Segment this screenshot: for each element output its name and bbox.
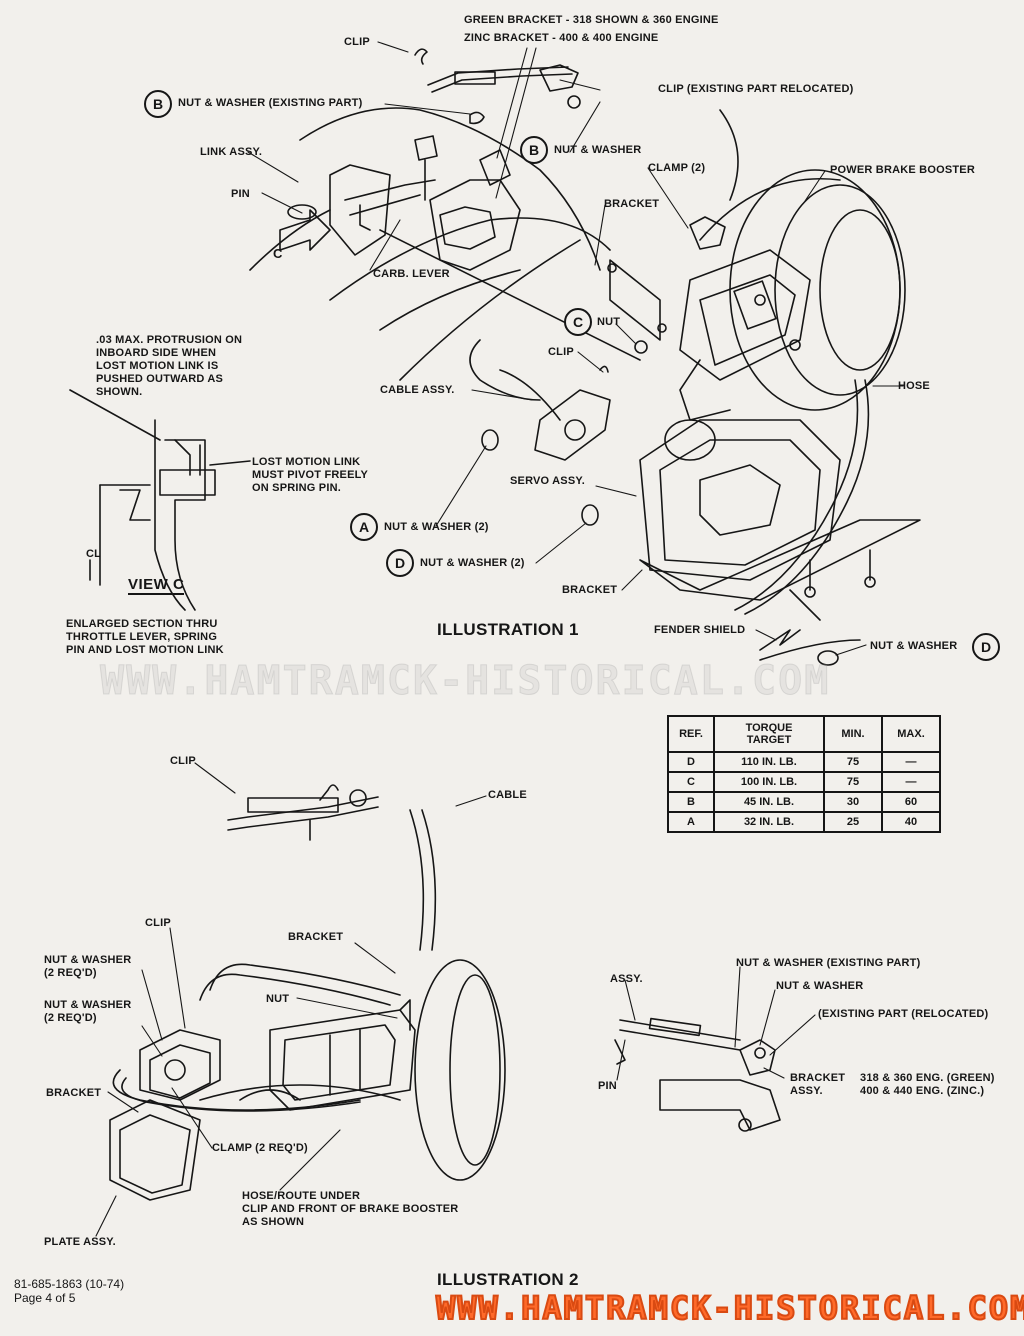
label-plate-assy: PLATE ASSY. xyxy=(44,1236,116,1248)
label-cl-mark: CL xyxy=(86,548,102,560)
leader-lines-ill2 xyxy=(95,762,816,1237)
header-max: MAX. xyxy=(881,715,941,753)
table-row: C 100 IN. LB. 75 — xyxy=(667,771,941,793)
label-clip-ill2-b: CLIP xyxy=(145,917,171,929)
header-ref: REF. xyxy=(667,715,715,753)
table-row: B 45 IN. LB. 30 60 xyxy=(667,791,941,813)
label-nut-washer-existing: NUT & WASHER (EXISTING PART) xyxy=(178,97,363,109)
label-zinc-bracket: ZINC BRACKET - 400 & 400 ENGINE xyxy=(464,32,659,44)
label-nut-washer-a: NUT & WASHER (2) xyxy=(384,521,489,533)
label-nw-existing-right: NUT & WASHER (EXISTING PART) xyxy=(736,957,921,969)
label-pin: PIN xyxy=(231,188,250,200)
label-cable-assy: CABLE ASSY. xyxy=(380,384,455,396)
label-bracket-ill2: BRACKET xyxy=(288,931,344,943)
label-servo-assy: SERVO ASSY. xyxy=(510,475,585,487)
table-row: A 32 IN. LB. 25 40 xyxy=(667,811,941,833)
cell-max: — xyxy=(881,771,941,793)
torque-table: REF. TORQUE TARGET MIN. MAX. D 110 IN. L… xyxy=(667,715,941,833)
label-nut-washer-2req-1: NUT & WASHER (2 REQ'D) xyxy=(44,954,132,979)
label-clip-top: CLIP xyxy=(344,36,370,48)
label-nut-washer-d2: NUT & WASHER xyxy=(870,640,958,652)
label-assy-right: ASSY. xyxy=(610,973,643,985)
cell-min: 75 xyxy=(823,771,883,793)
title-illustration-1: ILLUSTRATION 1 xyxy=(437,620,579,639)
ref-b-1: B xyxy=(144,90,172,118)
watermark-strong: WWW.HAMTRAMCK-HISTORICAL.COM xyxy=(435,1288,1024,1328)
label-pin-right: PIN xyxy=(598,1080,617,1092)
label-nw-right: NUT & WASHER xyxy=(776,980,864,992)
title-illustration-2: ILLUSTRATION 2 xyxy=(437,1270,579,1289)
header-min: MIN. xyxy=(823,715,883,753)
label-engine-colors: 318 & 360 ENG. (GREEN) 400 & 440 ENG. (Z… xyxy=(860,1072,995,1097)
label-c-arrow: C xyxy=(273,246,283,261)
cell-torque: 110 IN. LB. xyxy=(713,751,825,773)
view-c-drawing xyxy=(69,389,251,611)
cell-ref: B xyxy=(667,791,715,813)
cell-max: 40 xyxy=(881,811,941,833)
illustration2-drawing xyxy=(109,784,506,1201)
cell-max: — xyxy=(881,751,941,773)
label-bracket-2: BRACKET xyxy=(562,584,618,596)
label-lost-motion-note: LOST MOTION LINK MUST PIVOT FREELY ON SP… xyxy=(252,456,369,494)
cell-ref: D xyxy=(667,751,715,773)
label-cable-ill2: CABLE xyxy=(488,789,527,801)
watermark-faint: WWW.HAMTRAMCK-HISTORICAL.COM xyxy=(99,658,831,705)
ref-c: C xyxy=(564,308,592,336)
table-row: D 110 IN. LB. 75 — xyxy=(667,751,941,773)
header-torque-target: TORQUE TARGET xyxy=(713,715,825,753)
label-clip-mid: CLIP xyxy=(548,346,574,358)
label-enlarged-section: ENLARGED SECTION THRU THROTTLE LEVER, SP… xyxy=(66,618,224,656)
label-clip-ill2: CLIP xyxy=(170,755,196,767)
cell-max: 60 xyxy=(881,791,941,813)
footer-doc-number: 81-685-1863 (10-74) Page 4 of 5 xyxy=(14,1277,125,1305)
cell-min: 30 xyxy=(823,791,883,813)
label-clamp-2req: CLAMP (2 REQ'D) xyxy=(212,1142,308,1154)
torque-table-header: REF. TORQUE TARGET MIN. MAX. xyxy=(667,715,941,753)
label-link-assy: LINK ASSY. xyxy=(200,146,263,158)
power-brake-booster-drawing xyxy=(607,169,906,615)
cell-ref: A xyxy=(667,811,715,833)
label-carb-lever: CARB. LEVER xyxy=(373,268,450,280)
label-bracket-ill2-left: BRACKET xyxy=(46,1087,102,1099)
cell-min: 25 xyxy=(823,811,883,833)
label-hose: HOSE xyxy=(898,380,930,392)
label-nut-washer-b: NUT & WASHER xyxy=(554,144,642,156)
label-nut-ill2: NUT xyxy=(266,993,290,1005)
label-fender-shield: FENDER SHIELD xyxy=(654,624,746,636)
cell-torque: 32 IN. LB. xyxy=(713,811,825,833)
ref-a: A xyxy=(350,513,378,541)
illustration2-right-drawing xyxy=(614,1017,781,1132)
cell-torque: 100 IN. LB. xyxy=(713,771,825,793)
cell-torque: 45 IN. LB. xyxy=(713,791,825,813)
label-bracket-1: BRACKET xyxy=(604,198,660,210)
ref-b-2: B xyxy=(520,136,548,164)
label-nut-washer-2req-2: NUT & WASHER (2 REQ'D) xyxy=(44,999,132,1024)
label-power-brake-booster: POWER BRAKE BOOSTER xyxy=(830,164,975,176)
cell-min: 75 xyxy=(823,751,883,773)
label-green-bracket: GREEN BRACKET - 318 SHOWN & 360 ENGINE xyxy=(464,14,719,26)
label-hose-route: HOSE/ROUTE UNDER CLIP AND FRONT OF BRAKE… xyxy=(242,1190,459,1228)
label-existing-relocated: (EXISTING PART (RELOCATED) xyxy=(818,1008,989,1020)
cell-ref: C xyxy=(667,771,715,793)
label-clamp-2: CLAMP (2) xyxy=(648,162,706,174)
label-nut-c: NUT xyxy=(597,316,621,328)
label-view-c: VIEW C xyxy=(128,576,185,595)
ref-d-1: D xyxy=(386,549,414,577)
ref-d-2: D xyxy=(972,633,1000,661)
label-clip-existing: CLIP (EXISTING PART RELOCATED) xyxy=(658,83,854,95)
leader-lines-ill1 xyxy=(247,41,904,656)
label-nut-washer-d: NUT & WASHER (2) xyxy=(420,557,525,569)
cable-servo-drawing xyxy=(469,339,921,666)
top-linkage-drawing xyxy=(249,48,739,381)
label-protrusion-note: .03 MAX. PROTRUSION ON INBOARD SIDE WHEN… xyxy=(96,334,243,398)
label-bracket-assy-right: BRACKET ASSY. xyxy=(790,1072,846,1097)
